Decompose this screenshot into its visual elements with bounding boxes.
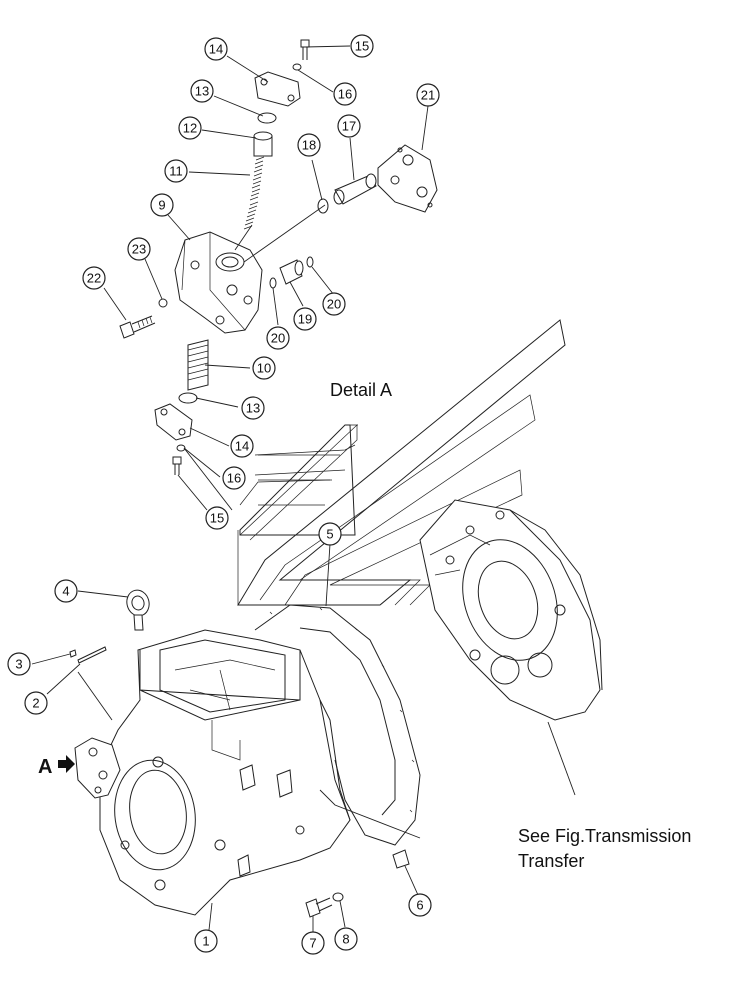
svg-text:13: 13: [246, 401, 260, 416]
svg-text:20: 20: [271, 331, 285, 346]
svg-text:13: 13: [195, 84, 209, 99]
callout-15-lower: 15: [205, 506, 229, 530]
view-marker-letter: A: [38, 756, 52, 778]
case-valve: [74, 737, 121, 799]
callout-19: 19: [293, 307, 317, 331]
callout-7: 7: [301, 931, 325, 955]
callout-16-top: 16: [333, 82, 357, 106]
leader-lines: [31, 45, 576, 932]
svg-text:14: 14: [209, 42, 223, 57]
svg-text:2: 2: [32, 696, 39, 711]
svg-text:18: 18: [302, 138, 316, 153]
callout-14-top: 14: [204, 37, 228, 61]
callout-3: 3: [7, 652, 31, 676]
callout-13-top: 13: [190, 79, 214, 103]
callout-14-lower: 14: [230, 434, 254, 458]
svg-text:8: 8: [342, 932, 349, 947]
callout-15-top: 15: [350, 34, 374, 58]
view-marker-a: A: [38, 755, 75, 778]
svg-text:16: 16: [338, 87, 352, 102]
callout-8: 8: [334, 927, 358, 951]
callout-4: 4: [54, 579, 78, 603]
valve-assembly: [119, 39, 438, 475]
svg-text:3: 3: [15, 657, 22, 672]
svg-text:14: 14: [235, 439, 249, 454]
svg-text:12: 12: [183, 121, 197, 136]
callout-5: 5: [318, 522, 342, 546]
callout-9: 9: [150, 193, 174, 217]
callouts: 15 14 16 13 12 21 17 18 11 9 23 22 20 20…: [7, 34, 440, 955]
svg-text:4: 4: [62, 584, 69, 599]
svg-text:17: 17: [342, 119, 356, 134]
callout-17: 17: [337, 114, 361, 138]
svg-text:7: 7: [309, 936, 316, 951]
callout-21: 21: [416, 83, 440, 107]
detail-a-label: Detail A: [330, 380, 392, 400]
svg-text:11: 11: [169, 164, 183, 179]
reference-note-line2: Transfer: [518, 851, 584, 871]
gasket: [254, 604, 421, 846]
callout-18: 18: [297, 133, 321, 157]
svg-text:19: 19: [298, 312, 312, 327]
svg-text:15: 15: [355, 39, 369, 54]
callout-2: 2: [24, 691, 48, 715]
transmission-case: [99, 629, 351, 916]
svg-text:16: 16: [227, 471, 241, 486]
svg-text:15: 15: [210, 511, 224, 526]
callout-10: 10: [252, 356, 276, 380]
svg-text:23: 23: [132, 242, 146, 257]
callout-12: 12: [178, 116, 202, 140]
svg-text:6: 6: [416, 898, 423, 913]
callout-1: 1: [194, 929, 218, 953]
transfer-housing: [419, 499, 603, 721]
eyebolt: [126, 589, 150, 631]
svg-text:5: 5: [326, 527, 333, 542]
small-fasteners: [305, 849, 410, 918]
callout-20-right: 20: [322, 292, 346, 316]
callout-11: 11: [164, 159, 188, 183]
reference-note-line1: See Fig.Transmission: [518, 826, 691, 846]
svg-text:22: 22: [87, 271, 101, 286]
svg-text:20: 20: [327, 297, 341, 312]
svg-text:9: 9: [158, 198, 165, 213]
svg-text:1: 1: [202, 934, 209, 949]
callout-6: 6: [408, 893, 432, 917]
callout-13-lower: 13: [241, 396, 265, 420]
callout-16-lower: 16: [222, 466, 246, 490]
view-arrow-icon: [58, 755, 75, 773]
callout-23: 23: [127, 237, 151, 261]
pin-and-screw: [69, 646, 107, 664]
callout-22: 22: [82, 266, 106, 290]
svg-text:21: 21: [421, 88, 435, 103]
svg-text:10: 10: [257, 361, 271, 376]
callout-20-left: 20: [266, 326, 290, 350]
